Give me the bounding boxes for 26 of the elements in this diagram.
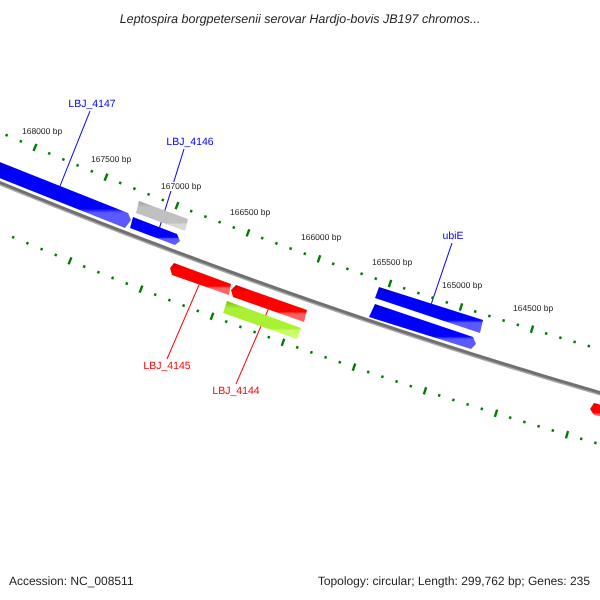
gene-feature-bar — [369, 304, 476, 349]
title: Leptospira borgpetersenii serovar Hardjo-bovis JB197 chromos... — [120, 12, 480, 26]
scale-label: 168000 bp — [22, 127, 62, 136]
scale-label: 167000 bp — [161, 182, 202, 190]
leader-line — [166, 284, 200, 360]
gene-label: LBJ_4144 — [212, 386, 260, 396]
gene-feature-bar — [223, 301, 301, 339]
gene-label: LBJ_4147 — [68, 98, 116, 110]
scale-label: 164500 bp — [513, 304, 554, 312]
leader-line — [430, 242, 452, 304]
gene-feature-bar — [590, 403, 600, 417]
scale-label: 165500 bp — [372, 258, 412, 266]
gene-label: LBJ_4146 — [166, 136, 214, 148]
scale-label: 166500 bp — [230, 208, 270, 216]
scale-label: 166000 bp — [301, 233, 342, 242]
gene-feature-bar — [136, 201, 188, 231]
gene-feature-bar — [231, 285, 307, 322]
footer-text: Topology: circular; Length: 299,762 bp; Genes: 235 — [318, 575, 590, 587]
gene-label: LBJ_4145 — [143, 360, 191, 372]
gene-feature-bar — [170, 263, 231, 295]
gene-feature-bar — [130, 217, 180, 245]
scale-label: 165000 bp — [442, 281, 482, 290]
scale-label: 167500 bp — [91, 155, 132, 164]
footer-text: Accession: NC_008511 — [9, 575, 134, 587]
leader-line — [60, 110, 90, 186]
gene-label: ubiE — [442, 230, 464, 242]
